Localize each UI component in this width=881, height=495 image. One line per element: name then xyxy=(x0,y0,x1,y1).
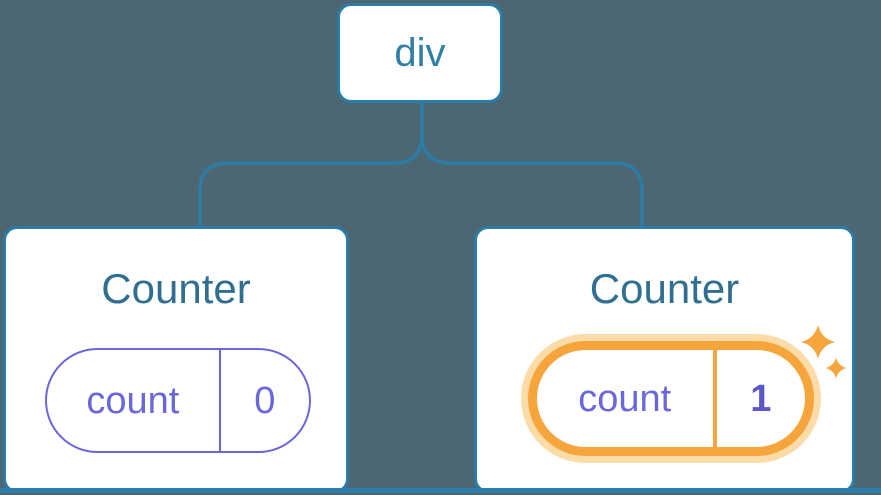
state-key-label: count xyxy=(47,350,221,451)
connector-right-branch xyxy=(420,103,644,228)
component-title: Counter xyxy=(589,265,740,312)
state-pill-highlighted: count 1 xyxy=(528,341,814,456)
state-value: 1 xyxy=(750,377,772,420)
connector-left-branch xyxy=(198,103,424,228)
root-node-div: div xyxy=(337,3,503,103)
sparkle-star-small xyxy=(825,357,847,379)
state-pill: count 0 xyxy=(45,348,311,453)
sparkle-icon xyxy=(801,325,847,379)
component-title: Counter xyxy=(101,265,251,312)
state-key-label: count xyxy=(537,350,717,447)
root-node-label: div xyxy=(394,31,446,75)
state-value: 0 xyxy=(254,379,276,422)
sparkle-star-large xyxy=(801,325,835,359)
counter-card-left: Counter count 0 xyxy=(3,226,349,493)
bottom-baseline xyxy=(0,488,881,493)
counter-card-right: Counter count 1 xyxy=(474,226,855,493)
